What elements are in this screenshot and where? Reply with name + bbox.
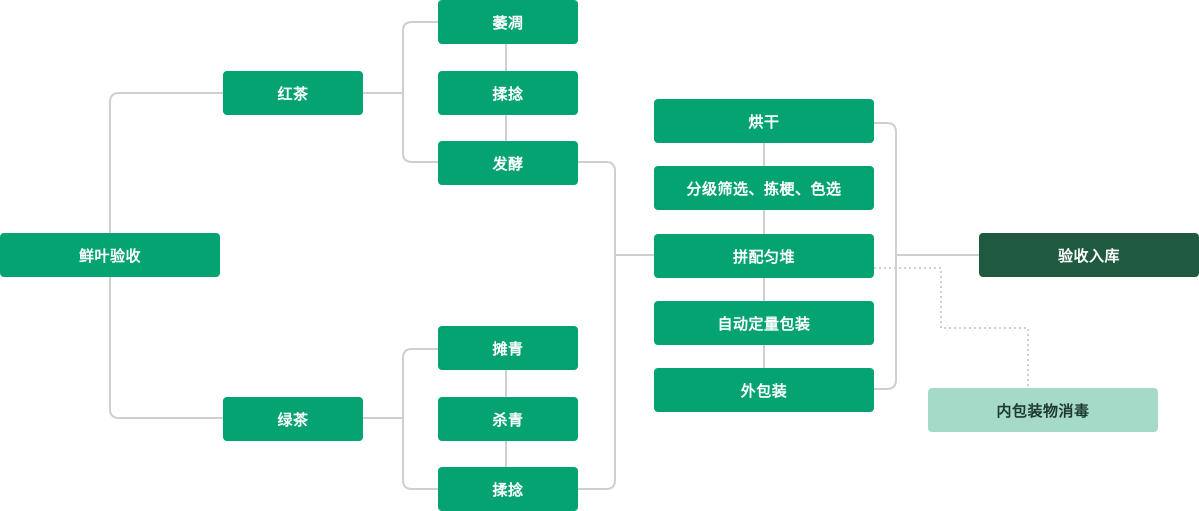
bracket-processing-output [874,122,897,390]
node-fixing: 杀青 [438,397,578,441]
bracket-black-tea-steps [402,21,438,163]
node-outer-packaging: 外包装 [654,368,874,412]
node-green-tea: 绿茶 [223,397,363,441]
node-black-tea: 红茶 [223,71,363,115]
node-spreading: 摊青 [438,326,578,370]
node-grading-sorting: 分级筛选、拣梗、色选 [654,166,874,210]
node-auto-packaging: 自动定量包装 [654,301,874,345]
node-fermentation: 发酵 [438,141,578,185]
bracket-green-tea-steps [402,348,438,490]
connector-root-green-tea [109,277,223,419]
connector-root-black-tea [109,92,223,234]
node-inner-packaging-disinfection: 内包装物消毒 [928,388,1158,432]
node-storage-acceptance: 验收入库 [979,233,1199,277]
node-withering: 萎凋 [438,0,578,44]
node-drying: 烘干 [654,99,874,143]
node-fresh-leaf-acceptance: 鲜叶验收 [0,233,220,277]
node-black-rolling: 揉捻 [438,71,578,115]
node-green-rolling: 揉捻 [438,467,578,511]
bracket-merge [578,161,616,490]
node-blending: 拼配匀堆 [654,234,874,278]
dashed-connector-disinfection [874,267,1029,388]
